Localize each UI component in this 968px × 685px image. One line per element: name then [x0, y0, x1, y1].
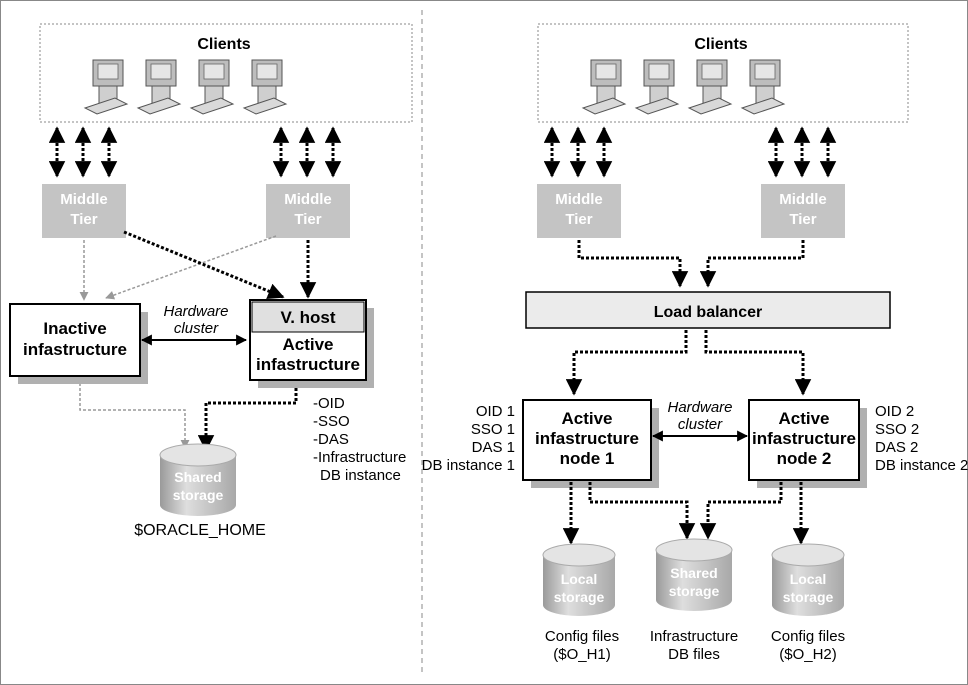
svg-text:Shared: Shared: [670, 565, 717, 581]
svg-text:Inactive: Inactive: [43, 319, 106, 338]
svg-text:storage: storage: [669, 583, 720, 599]
svg-text:DB instance: DB instance: [320, 467, 401, 484]
svg-text:DAS 2: DAS 2: [875, 439, 918, 456]
computer-icon: [190, 59, 234, 115]
left-middle-tier-2: Middle Tier: [266, 184, 350, 238]
svg-text:-Infrastructure: -Infrastructure: [313, 449, 406, 466]
svg-text:Local: Local: [561, 571, 598, 587]
svg-text:Middle: Middle: [284, 191, 332, 208]
node1-services-list: OID 1 SSO 1 DAS 1 DB instance 1: [422, 403, 515, 474]
svg-text:storage: storage: [554, 589, 605, 605]
svg-text:Shared: Shared: [174, 469, 221, 485]
left-storage-caption: $ORACLE_HOME: [134, 522, 266, 539]
local-storage-icon: Local storage: [771, 543, 845, 616]
right-cluster-label-line2: cluster: [678, 416, 723, 433]
svg-text:-DAS: -DAS: [313, 431, 349, 448]
right-client-links: [543, 126, 837, 178]
left-clients-group: [39, 23, 413, 123]
left-cluster-label-line2: cluster: [174, 320, 219, 337]
left-services-list: -OID -SSO -DAS -Infrastructure DB instan…: [313, 395, 406, 484]
computer-icon: [84, 59, 128, 115]
svg-text:SSO 2: SSO 2: [875, 421, 919, 438]
right-middle-tier-2: Middle Tier: [761, 184, 845, 238]
left-cluster-label: Hardware: [163, 303, 228, 320]
svg-text:Tier: Tier: [565, 211, 592, 228]
active-infrastructure-node-1: Active infastructure node 1: [522, 399, 659, 488]
svg-text:-SSO: -SSO: [313, 413, 350, 430]
vhost-label: V. host: [280, 308, 335, 327]
left-middle-tier-1: Middle Tier: [42, 184, 126, 238]
right-middle-tier-1: Middle Tier: [537, 184, 621, 238]
right-cluster-label: Hardware: [667, 399, 732, 416]
svg-text:Config files: Config files: [771, 628, 845, 645]
svg-text:infastructure: infastructure: [535, 429, 639, 448]
svg-text:Infrastructure: Infrastructure: [650, 628, 738, 645]
svg-text:Middle: Middle: [779, 191, 827, 208]
svg-text:OID 1: OID 1: [476, 403, 515, 420]
svg-text:DB instance 2: DB instance 2: [875, 457, 968, 474]
load-balancer-box: Load balancer: [525, 291, 891, 329]
right-lb-links: [565, 240, 812, 396]
left-clients-label: Clients: [197, 36, 250, 53]
svg-text:Active: Active: [561, 409, 612, 428]
svg-text:infastructure: infastructure: [752, 429, 856, 448]
computer-icon: [243, 59, 287, 115]
svg-text:DB instance 1: DB instance 1: [422, 457, 515, 474]
svg-text:node 2: node 2: [777, 449, 832, 468]
right-storage-links: [562, 482, 810, 545]
computer-icon: [635, 59, 679, 115]
svg-text:Local: Local: [790, 571, 827, 587]
svg-text:Tier: Tier: [789, 211, 816, 228]
svg-text:storage: storage: [783, 589, 834, 605]
computer-icon: [688, 59, 732, 115]
svg-text:Tier: Tier: [294, 211, 321, 228]
svg-text:Active: Active: [778, 409, 829, 428]
svg-text:DB files: DB files: [668, 646, 720, 663]
svg-text:Load balancer: Load balancer: [654, 304, 762, 321]
svg-text:SSO 1: SSO 1: [471, 421, 515, 438]
svg-text:Active: Active: [282, 335, 333, 354]
svg-text:OID 2: OID 2: [875, 403, 914, 420]
computer-icon: [741, 59, 785, 115]
svg-text:Config files: Config files: [545, 628, 619, 645]
local-storage-icon: Local storage: [542, 543, 616, 616]
computer-icon: [137, 59, 181, 115]
svg-text:($O_H1): ($O_H1): [553, 646, 611, 663]
right-clients-group: [537, 23, 909, 123]
svg-text:DAS 1: DAS 1: [472, 439, 515, 456]
svg-text:Middle: Middle: [555, 191, 603, 208]
svg-text:Tier: Tier: [70, 211, 97, 228]
left-client-links: [48, 126, 342, 178]
svg-text:storage: storage: [173, 487, 224, 503]
left-active-links: [123, 230, 317, 452]
svg-text:Middle: Middle: [60, 191, 108, 208]
active-infrastructure-node-2: Active infastructure node 2: [748, 399, 867, 488]
right-storage-captions: Config files ($O_H1) Infrastructure DB f…: [545, 628, 845, 663]
svg-text:($O_H2): ($O_H2): [779, 646, 837, 663]
right-clients-label: Clients: [694, 36, 747, 53]
svg-text:node 1: node 1: [560, 449, 615, 468]
left-standby-links: [79, 235, 277, 449]
active-infrastructure-box: V. host Active infastructure: [249, 299, 374, 388]
computer-icon: [582, 59, 626, 115]
inactive-infrastructure-box: Inactive infastructure: [9, 303, 148, 384]
svg-text:-OID: -OID: [313, 395, 345, 412]
node2-services-list: OID 2 SSO 2 DAS 2 DB instance 2: [875, 403, 968, 474]
svg-text:infastructure: infastructure: [23, 340, 127, 359]
shared-storage-icon: Shared storage: [655, 538, 733, 611]
shared-storage-icon: Shared storage: [159, 443, 237, 516]
svg-text:infastructure: infastructure: [256, 355, 360, 374]
